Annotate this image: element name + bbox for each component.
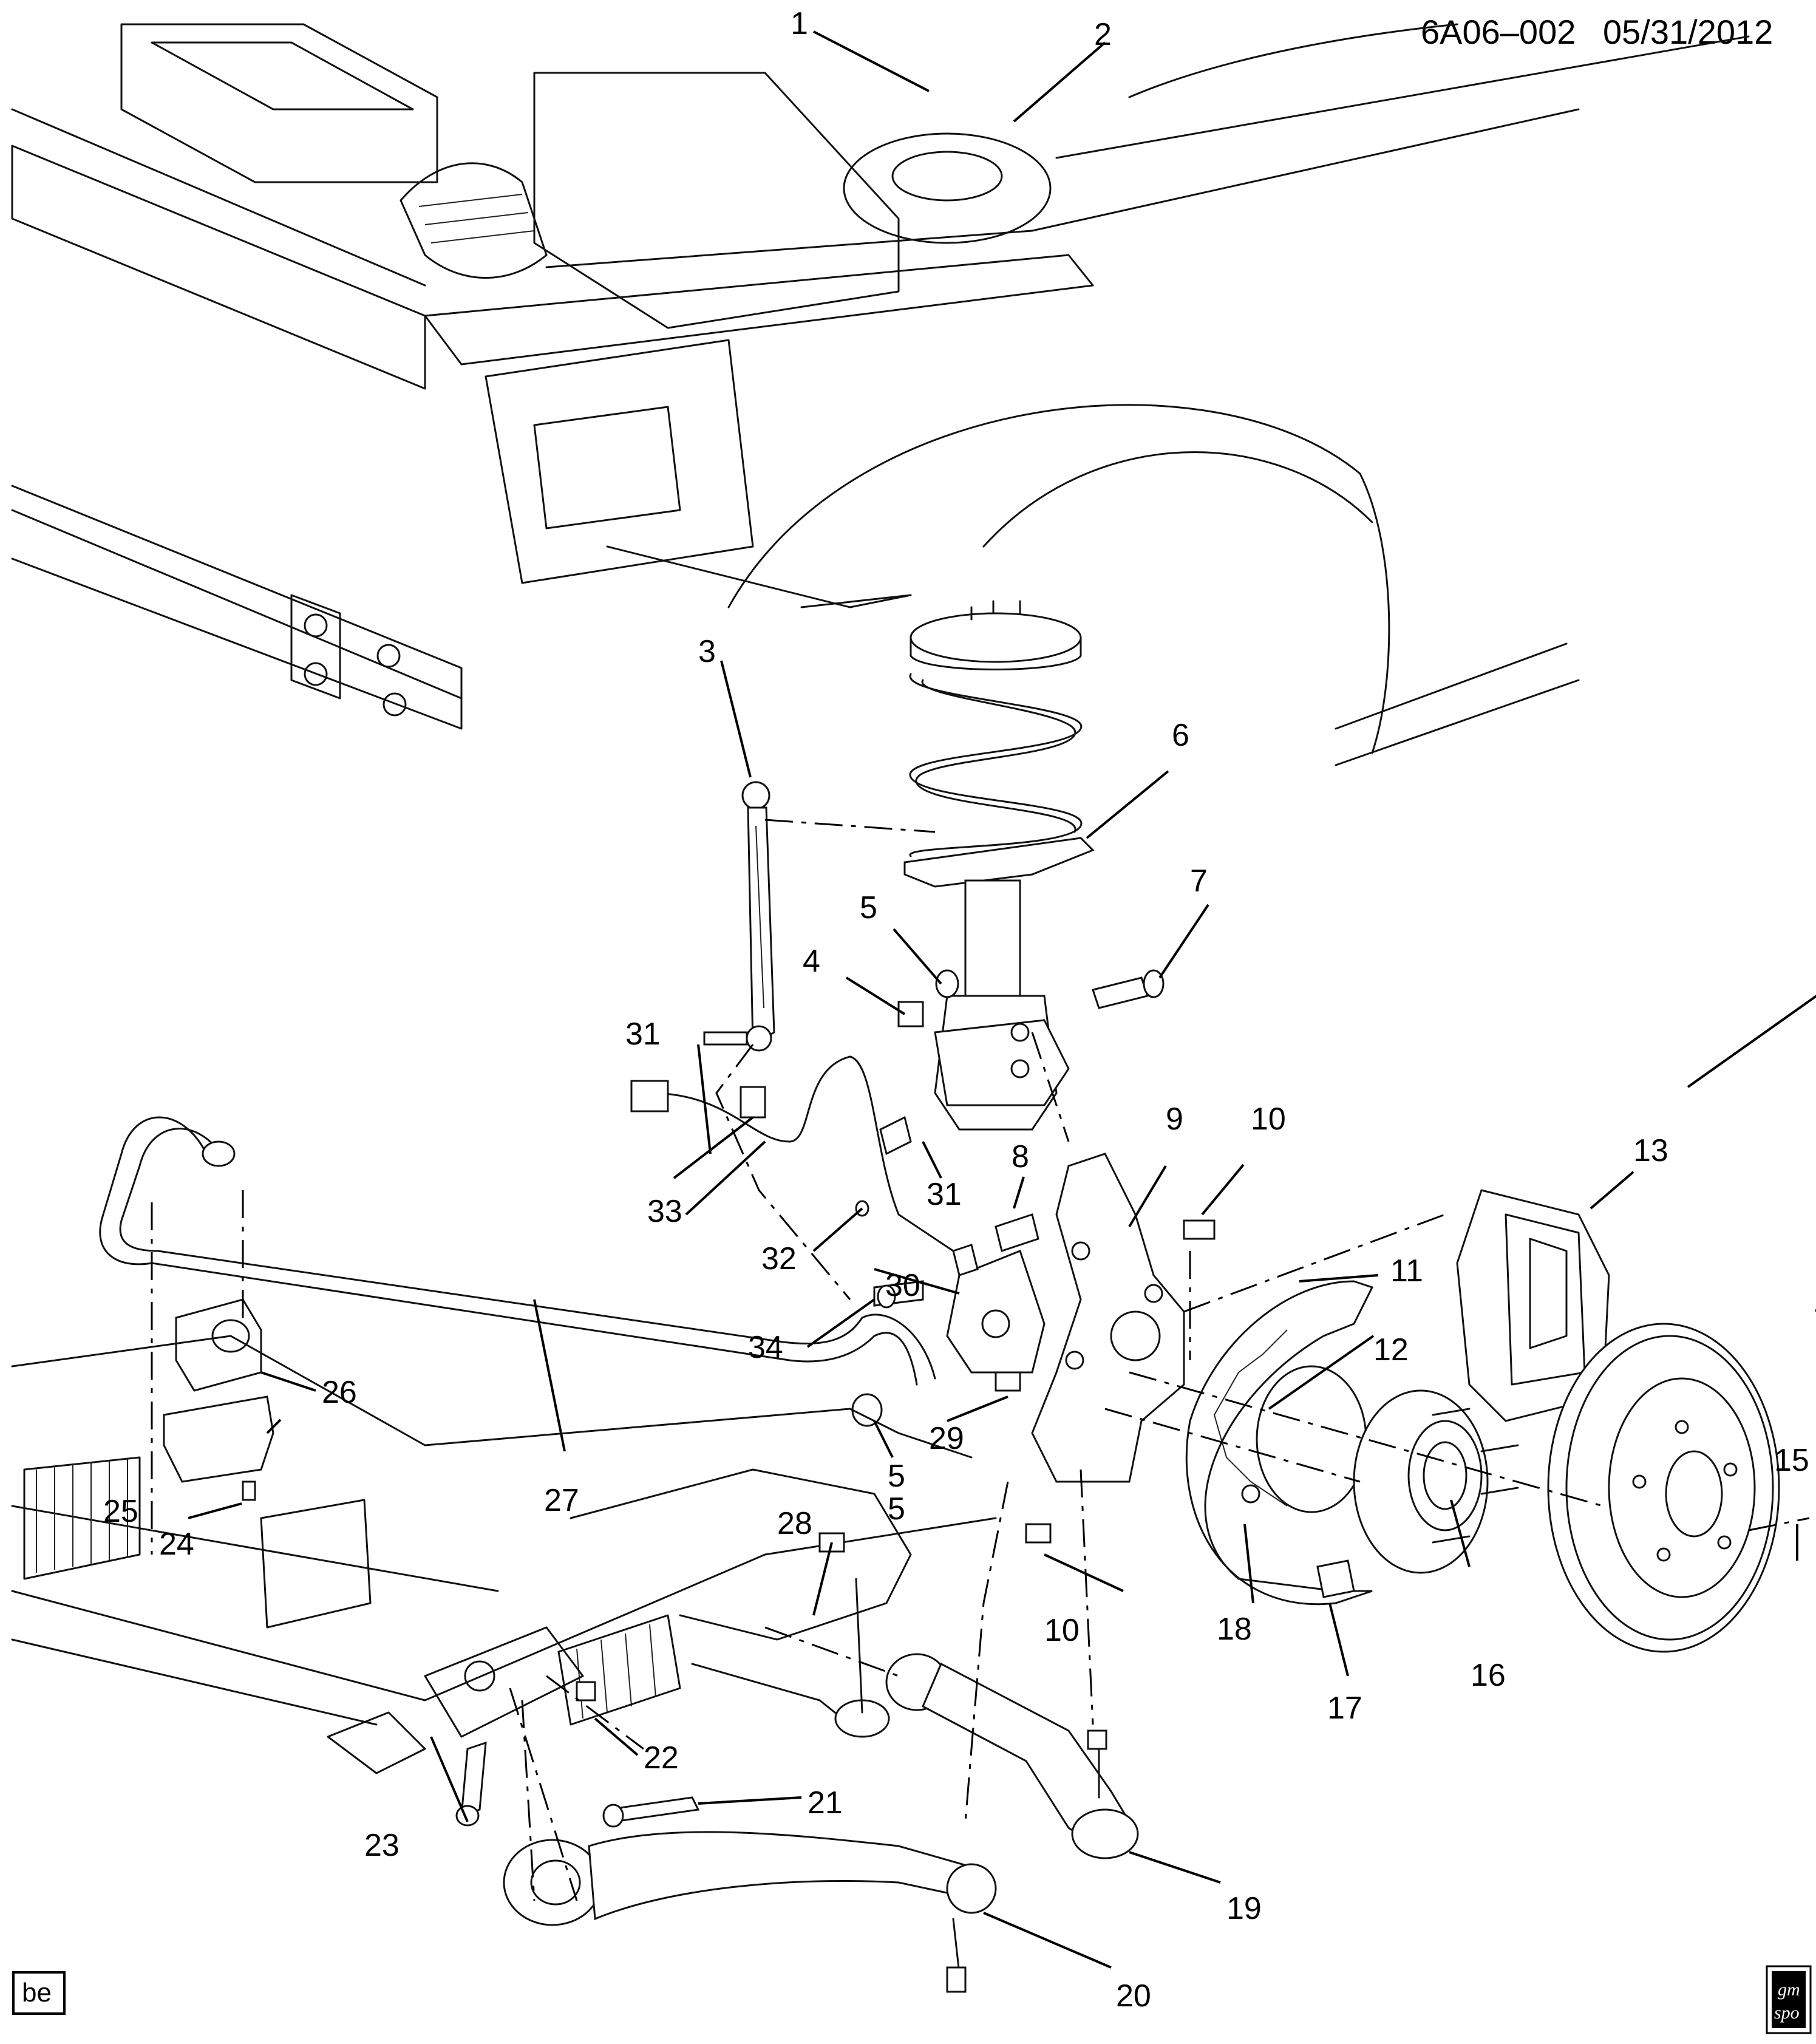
steering-knuckle (946, 1153, 1185, 1483)
callout-12: 12 (1373, 1332, 1409, 1368)
callout-2: 2 (1094, 17, 1112, 52)
callout-25: 25 (103, 1494, 138, 1529)
callout-21: 21 (808, 1785, 843, 1821)
callout-10-lower: 10 (1044, 1613, 1080, 1648)
callout-26: 26 (322, 1375, 357, 1410)
callout-27: 27 (544, 1483, 579, 1518)
stabilizer-link (703, 781, 775, 1052)
strut-bolts (897, 969, 1165, 1027)
callout-5-mid: 5 (888, 1459, 905, 1494)
logo-line-2: spo (1774, 2003, 1800, 2023)
callout-18: 18 (1217, 1612, 1252, 1647)
callout-5-upper: 5 (860, 890, 877, 925)
callout-23: 23 (364, 1828, 400, 1863)
callout-29: 29 (929, 1421, 964, 1456)
body-code-badge: be (12, 1971, 66, 2015)
callout-19: 19 (1226, 1891, 1262, 1926)
callout-4: 4 (803, 944, 820, 979)
assembly-lines (151, 819, 1810, 1901)
callout-33: 33 (647, 1194, 682, 1229)
callout-16: 16 (1471, 1658, 1506, 1693)
splash-shield (1185, 1280, 1374, 1606)
callout-labels: 1 2 3 4 5 6 7 8 9 10 11 12 13 14 15 16 1… (103, 6, 1816, 2014)
callout-5-lower: 5 (888, 1491, 905, 1527)
brake-caliper (1456, 1189, 1610, 1422)
strut-assembly (903, 600, 1095, 1131)
callout-22: 22 (644, 1740, 679, 1776)
lower-control-arm-front (503, 1831, 997, 1993)
callout-20: 20 (1116, 1978, 1151, 2014)
logo-line-1: gm (1778, 1980, 1800, 2000)
wheel-speed-sensor-harness (630, 1055, 979, 1309)
callout-10-upper: 10 (1251, 1102, 1286, 1137)
stabilizer-bar (99, 1116, 936, 1386)
callout-11: 11 (1390, 1253, 1423, 1289)
callout-17: 17 (1327, 1691, 1362, 1726)
callout-1: 1 (791, 6, 808, 41)
body-code-label: be (22, 1978, 52, 2008)
lower-control-arm-rear (885, 1653, 1139, 1859)
callout-14: 14 (1813, 1284, 1816, 1319)
stabilizer-bushing (851, 1393, 883, 1427)
callout-34: 34 (748, 1330, 783, 1365)
callout-28: 28 (777, 1506, 812, 1541)
callout-32: 32 (761, 1241, 797, 1276)
mounting-bolts (455, 1741, 700, 1828)
wheel-hub-bearing (1353, 1389, 1519, 1574)
sensor-ring (1256, 1365, 1367, 1513)
callout-3: 3 (698, 634, 716, 669)
callout-31-left: 31 (625, 1017, 661, 1052)
diagram-id: 6A06–002 (1421, 13, 1576, 51)
callout-24: 24 (159, 1527, 194, 1562)
nuts (242, 1213, 1355, 1702)
callout-9: 9 (1166, 1102, 1183, 1137)
vehicle-body-illustration (11, 23, 1750, 766)
callout-8: 8 (1012, 1139, 1029, 1174)
callout-leaders (188, 30, 1816, 1969)
callout-15: 15 (1774, 1443, 1809, 1478)
brake-rotor (1547, 1323, 1780, 1653)
callout-13: 13 (1633, 1133, 1668, 1168)
subframe-illustration (11, 1335, 997, 1774)
callout-31-right: 31 (927, 1177, 962, 1212)
callout-30: 30 (885, 1268, 920, 1303)
gm-spo-logo: gm spo (1766, 1965, 1812, 2034)
diagram-date: 05/31/2012 (1603, 13, 1773, 51)
stabilizer-insulator (163, 1298, 274, 1483)
callout-6: 6 (1172, 718, 1189, 753)
callout-7: 7 (1190, 864, 1208, 899)
